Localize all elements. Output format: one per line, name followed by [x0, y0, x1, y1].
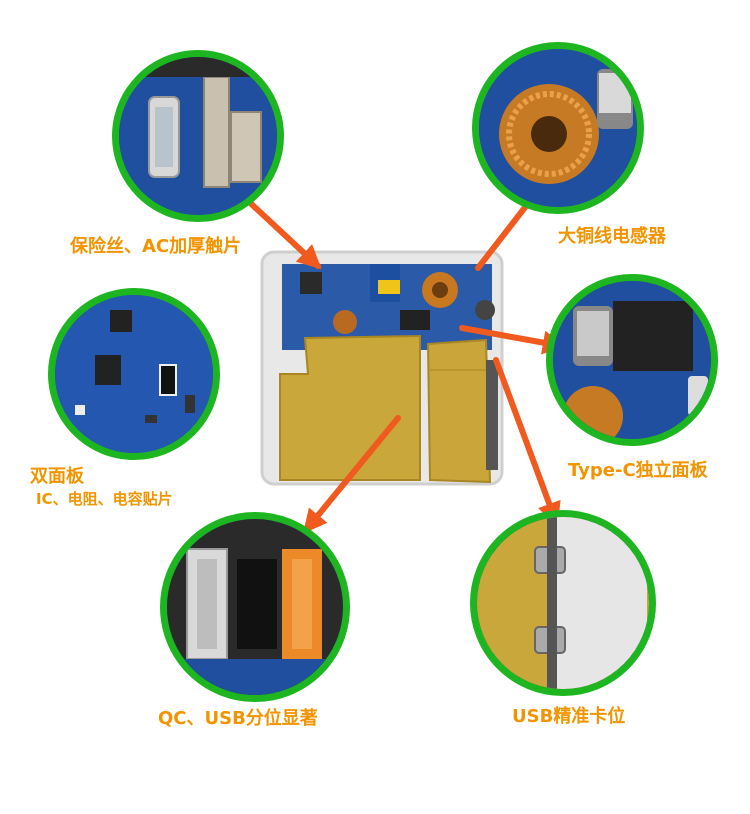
label-inductor: 大铜线电感器 [558, 226, 666, 247]
label-typec: Type-C独立面板 [568, 460, 708, 481]
label-qc-usb: QC、USB分位显著 [158, 708, 318, 729]
label-fuse: 保险丝、AC加厚触片 [70, 236, 242, 257]
inductor-closeup [472, 42, 644, 214]
usb-slot-closeup [470, 510, 656, 696]
double-board-closeup [48, 288, 220, 460]
qc-usb-closeup [160, 512, 350, 702]
charger-open-case [260, 250, 504, 486]
label-usb-slot: USB精准卡位 [512, 706, 626, 727]
fuse-closeup [112, 50, 284, 222]
arrow-usb [493, 357, 561, 527]
label-double-board-sub: IC、电阻、电容贴片 [36, 490, 173, 508]
typec-closeup [546, 274, 718, 446]
label-double-board: 双面板 [30, 466, 84, 487]
